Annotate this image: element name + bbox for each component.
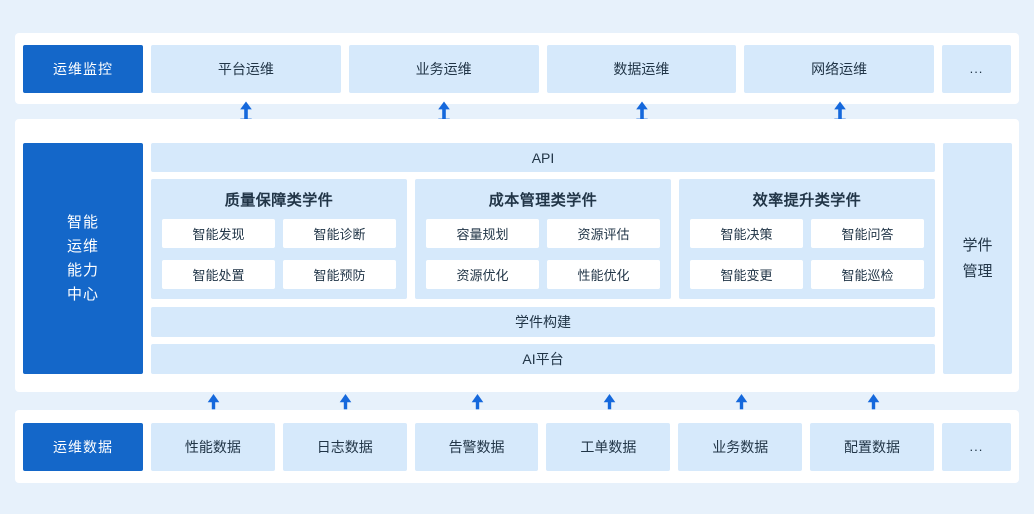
learnware-build-bar: 学件构建 [151, 307, 935, 337]
learnware-groups-row: 质量保障类学件 智能发现 智能诊断 智能处置 智能预防 成本管理类学件 容量规划… [151, 179, 935, 299]
group-item: 资源优化 [426, 260, 539, 289]
data-item-log: 日志数据 [282, 422, 407, 471]
learnware-management-column: 学件 管理 [943, 143, 1012, 374]
capability-center-content: API 质量保障类学件 智能发现 智能诊断 智能处置 智能预防 成本管理类学件 … [151, 143, 935, 374]
data-item-config: 配置数据 [810, 422, 934, 471]
group-items: 智能发现 智能诊断 智能处置 智能预防 [162, 219, 396, 289]
data-layer-panel: 运维数据 性能数据 日志数据 告警数据 工单数据 业务数据 配置数据 ... [15, 410, 1019, 483]
group-efficiency-improvement: 效率提升类学件 智能决策 智能问答 智能变更 智能巡检 [679, 179, 935, 299]
up-arrow-icon [471, 394, 484, 410]
group-item: 智能变更 [690, 260, 803, 289]
data-item-performance: 性能数据 [151, 422, 275, 471]
group-cost-management: 成本管理类学件 容量规划 资源评估 资源优化 性能优化 [415, 179, 671, 299]
monitor-item-network: 网络运维 [744, 44, 934, 93]
capability-center-label-line: 运维 [66, 237, 99, 255]
capability-center-panel: 智能 运维 能力 中心 API 质量保障类学件 智能发现 智能诊断 智能处置 智… [15, 119, 1019, 392]
monitor-item-platform: 平台运维 [151, 44, 341, 93]
data-item-ticket: 工单数据 [546, 422, 671, 471]
group-item: 智能问答 [811, 219, 924, 248]
data-item-more: ... [941, 422, 1011, 471]
group-item: 智能诊断 [283, 219, 396, 248]
group-item: 智能预防 [283, 260, 396, 289]
group-title: 质量保障类学件 [224, 191, 334, 209]
group-item: 智能发现 [162, 219, 275, 248]
learnware-management-label-line: 管理 [962, 262, 993, 280]
monitor-item-data: 数据运维 [546, 44, 737, 93]
group-item: 智能巡检 [811, 260, 924, 289]
ai-platform-bar: AI平台 [151, 344, 935, 374]
api-bar: API [151, 143, 935, 172]
capability-center-label-line: 能力 [66, 261, 99, 279]
group-item: 资源评估 [547, 219, 660, 248]
up-arrow-icon [867, 394, 880, 410]
monitor-item-more: ... [942, 44, 1011, 93]
capability-center-label-line: 中心 [66, 285, 99, 303]
group-item: 容量规划 [426, 219, 539, 248]
data-item-business: 业务数据 [678, 422, 803, 471]
data-layer-label: 运维数据 [23, 422, 143, 471]
learnware-management-label-line: 学件 [962, 236, 993, 254]
group-item: 性能优化 [547, 260, 660, 289]
data-item-alert: 告警数据 [414, 422, 539, 471]
group-item: 智能处置 [162, 260, 275, 289]
up-arrow-icon [339, 394, 352, 410]
up-arrow-icon [735, 394, 748, 410]
group-item: 智能决策 [690, 219, 803, 248]
up-arrow-icon [207, 394, 220, 410]
group-items: 容量规划 资源评估 资源优化 性能优化 [426, 219, 660, 289]
up-arrow-icon [603, 394, 616, 410]
monitor-item-business: 业务运维 [348, 44, 539, 93]
group-items: 智能决策 智能问答 智能变更 智能巡检 [690, 219, 924, 289]
capability-center-label: 智能 运维 能力 中心 [23, 143, 143, 374]
monitor-layer-panel: 运维监控 平台运维 业务运维 数据运维 网络运维 ... [15, 33, 1019, 104]
capability-center-label-line: 智能 [66, 213, 99, 231]
group-quality-assurance: 质量保障类学件 智能发现 智能诊断 智能处置 智能预防 [151, 179, 407, 299]
group-title: 效率提升类学件 [752, 191, 862, 209]
monitor-layer-label: 运维监控 [23, 44, 143, 93]
group-title: 成本管理类学件 [488, 191, 598, 209]
